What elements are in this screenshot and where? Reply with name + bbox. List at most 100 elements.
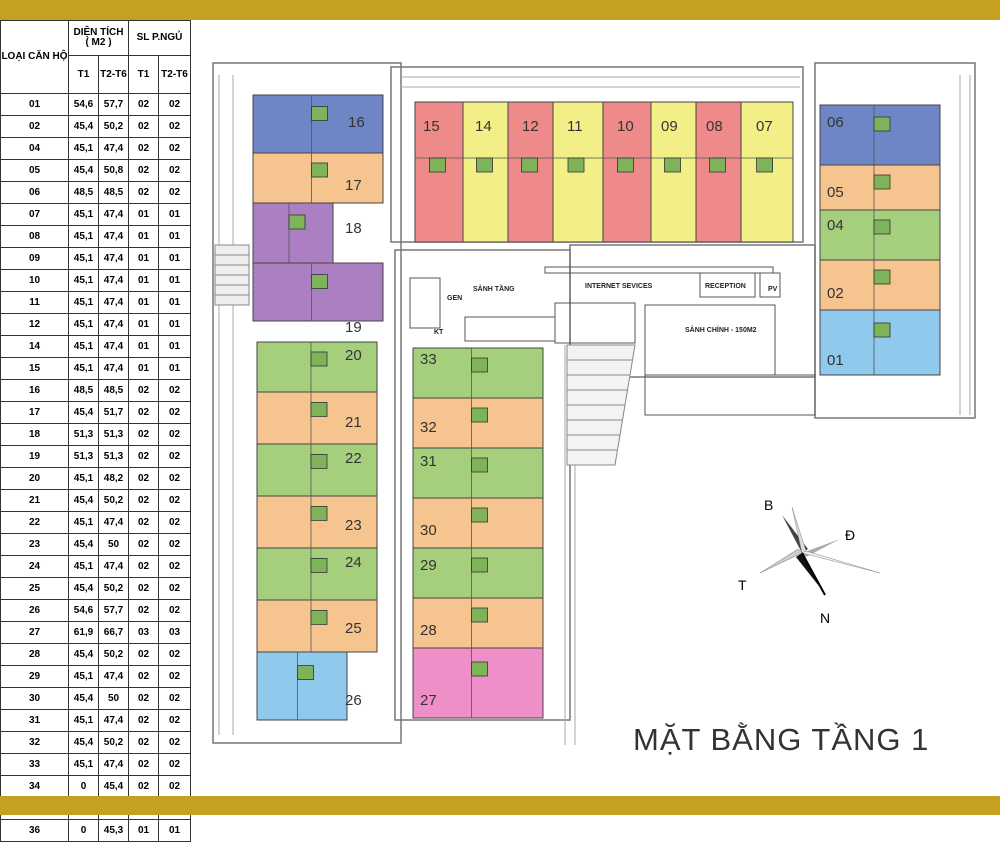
compass-needles [759, 506, 881, 596]
cell-bed-t1: 01 [128, 357, 159, 380]
bathroom [616, 157, 634, 173]
header-area: DIỆN TÍCH ( M2 ) [68, 20, 129, 56]
cell-area-t2t6: 66,7 [98, 621, 129, 644]
cell-area-t2t6: 47,4 [98, 225, 129, 248]
cell-bed-t2t6: 02 [157, 423, 192, 446]
cell-bed-t1: 02 [128, 93, 159, 116]
cell-bed-t1: 01 [128, 819, 159, 842]
cell-bed-t1: 02 [128, 577, 159, 600]
cell-area-t2t6: 45,3 [98, 819, 129, 842]
cell-type: 31 [0, 709, 69, 732]
cell-bed-t1: 01 [128, 291, 159, 314]
unit-number: 25 [345, 620, 362, 637]
cell-area-t2t6: 47,4 [98, 511, 129, 534]
cell-bed-t2t6: 02 [157, 533, 192, 556]
label-pv: PV [768, 286, 778, 293]
cell-area-t2t6: 47,4 [98, 335, 129, 358]
unit-number: 18 [345, 220, 362, 237]
bathroom [873, 269, 891, 285]
cell-type: 24 [0, 555, 69, 578]
cell-type: 34 [0, 775, 69, 798]
cell-area-t1: 45,1 [68, 137, 99, 160]
bathroom [476, 157, 493, 173]
cell-area-t1: 45,1 [68, 511, 99, 534]
bathroom [471, 557, 488, 573]
unit-19 [252, 262, 384, 322]
bathroom [567, 157, 585, 173]
cell-area-t2t6: 50,2 [98, 643, 129, 666]
cell-area-t2t6: 57,7 [98, 93, 129, 116]
cell-bed-t1: 03 [128, 621, 159, 644]
apartment-table: LOẠI CĂN HỘ DIỆN TÍCH ( M2 ) SL P.NGỦ T1… [0, 20, 192, 842]
cell-bed-t2t6: 02 [157, 709, 192, 732]
cell-area-t1: 0 [68, 819, 99, 842]
unit-25 [256, 599, 378, 653]
cell-area-t2t6: 50,2 [98, 731, 129, 754]
unit-number: 11 [567, 118, 583, 135]
cell-bed-t1: 01 [128, 313, 159, 336]
bathroom [521, 157, 538, 173]
cell-area-t2t6: 47,4 [98, 269, 129, 292]
cell-type: 09 [0, 247, 69, 270]
bathroom [664, 157, 681, 173]
unit-04 [819, 209, 941, 261]
cell-bed-t2t6: 01 [157, 291, 192, 314]
bathroom [873, 116, 891, 132]
cell-area-t1: 45,1 [68, 335, 99, 358]
cell-type: 07 [0, 203, 69, 226]
cell-area-t2t6: 50,2 [98, 577, 129, 600]
cell-area-t2t6: 51,3 [98, 445, 129, 468]
unit-number: 32 [420, 419, 437, 436]
cell-bed-t2t6: 02 [157, 775, 192, 798]
cell-bed-t2t6: 02 [157, 687, 192, 710]
unit-number: 01 [827, 352, 844, 369]
unit-number: 09 [661, 118, 678, 135]
entrance-ramp [566, 344, 636, 466]
cell-bed-t2t6: 02 [157, 489, 192, 512]
cell-area-t2t6: 47,4 [98, 357, 129, 380]
bathroom [310, 453, 328, 469]
cell-bed-t1: 02 [128, 731, 159, 754]
bathroom [873, 174, 891, 190]
cell-area-t2t6: 47,4 [98, 753, 129, 776]
cell-bed-t1: 02 [128, 181, 159, 204]
cell-type: 06 [0, 181, 69, 204]
cell-bed-t1: 02 [128, 665, 159, 688]
cell-type: 11 [0, 291, 69, 314]
label-gen: GEN [447, 295, 462, 302]
cell-bed-t2t6: 02 [157, 577, 192, 600]
cell-bed-t1: 02 [128, 489, 159, 512]
cell-area-t2t6: 50,8 [98, 159, 129, 182]
cell-bed-t1: 01 [128, 247, 159, 270]
unit-number: 06 [827, 114, 844, 131]
cell-bed-t1: 02 [128, 643, 159, 666]
cell-area-t2t6: 47,4 [98, 247, 129, 270]
cell-area-t2t6: 48,5 [98, 181, 129, 204]
cell-area-t1: 45,1 [68, 225, 99, 248]
unit-number: 22 [345, 450, 362, 467]
cell-bed-t1: 02 [128, 555, 159, 578]
cell-area-t2t6: 57,7 [98, 599, 129, 622]
cell-area-t1: 45,1 [68, 467, 99, 490]
bathroom [310, 401, 328, 417]
compass-south-label: N [820, 610, 830, 626]
cell-type: 28 [0, 643, 69, 666]
cell-area-t1: 45,1 [68, 357, 99, 380]
bathroom [311, 274, 328, 290]
unit-01 [819, 309, 941, 376]
cell-bed-t2t6: 01 [157, 247, 192, 270]
cell-bed-t2t6: 02 [157, 555, 192, 578]
